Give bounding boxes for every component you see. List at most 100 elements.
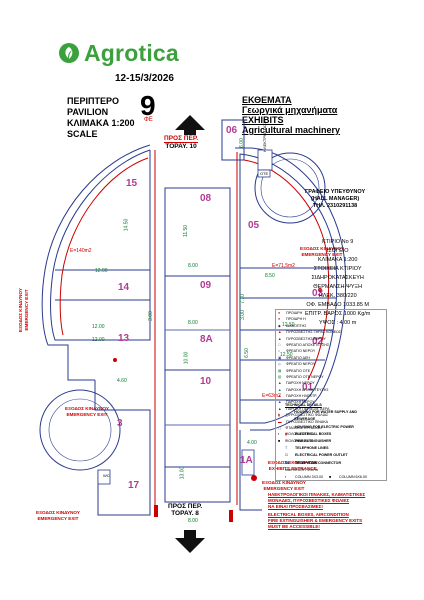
legend-label: ΦΡΕΑΤΙΟ ΟΤΕ — [286, 368, 311, 373]
dim-12-00-c: 12.00 — [92, 337, 105, 343]
fe-label: ΦΕ — [144, 117, 153, 123]
legend-label: ΠΑΡΟΧΗ ΑΠΟΧΕΤΕΥΣΗΣ — [286, 387, 329, 392]
technical-symbol-icon: ▮ — [285, 431, 287, 436]
legend-item: ▢ΣΤΑΘΜΟΣ ΕΡΓΑΣΙΩΝ — [276, 425, 386, 431]
exit-exhibits-en: EXHIBITS ENTRANCE — [268, 465, 317, 471]
accessibility-warning: ΗΛΕΚΤΡΟΛΟΓΙΚΟΙ ΠΙΝΑΚΕΣ, ΚΛΙΜΑΤΙΣΤΙΚΕΣ ΜΟ… — [268, 492, 388, 530]
legend-item: ▥ΦΡΕΑΤΙΟ ΟΤΕ ΝΕΡΟΥ — [276, 374, 386, 380]
exhibits-title-gr: ΕΚΘΕΜΑΤΑ — [242, 95, 292, 105]
down-arrow-icon — [175, 530, 205, 553]
column-large-icon: ■ — [328, 475, 332, 480]
column-b-icon: ■ — [278, 438, 281, 443]
hm-block — [257, 149, 273, 171]
exit-right-upper: ΕΞΟΔΟΣ ΚΙΝΔΥΝΟΥ EMERGENCY EXIT — [300, 246, 344, 257]
spec-line: ΚΤΙΡΙΟ Νο 9 — [322, 239, 354, 245]
nav-bottom[interactable]: ΠΡΟΣ ΠΕΡ. ΤΟΡΑΥ. 8 — [168, 503, 202, 517]
zone-05: 05 — [248, 220, 260, 231]
dim-12-00-a: 12.00 — [95, 268, 108, 274]
wc-block — [97, 469, 111, 485]
legend-item: ▬ΠΥΡΟΣΒΕΣΤΙΚΟ ΠΙΝΑΚΑ — [276, 419, 386, 425]
legend-label: ΔΙΑΚΟΠΤΗΣ — [286, 323, 307, 328]
technical-label: ELECTRICAL BOXES — [295, 431, 332, 436]
manager-title: ΓΡΑΦΕΙΟ ΥΠΕΥΘΥΝΟΥ — [305, 189, 366, 195]
technical-symbol-icon: F — [285, 439, 288, 444]
technical-item: ▭HOUSING FOR ELECTRIC POWER — [285, 424, 373, 431]
legend-symbol-icon: ▮ — [278, 413, 280, 418]
area-71-5: Ε=71,5m2 — [272, 263, 295, 269]
dim-14-50: 14.50 — [123, 218, 130, 232]
legend-label: ΠΡΟΙΔΡΗ Η — [286, 317, 306, 322]
hall-manager: ΓΡΑΦΕΙΟ ΥΠΕΥΘΥΝΟΥ (HALL MANAGER) ΤΗΛ. 23… — [305, 189, 365, 210]
legend-label: ΠΑΡΟΧΗ ΠΕΠΙΕΣΜ. ΑΕΡΑ — [286, 406, 330, 411]
legend-symbol-icon: ▲ — [278, 336, 282, 341]
nav-top-line1: ΠΡΟΣ ΠΕΡ. — [164, 135, 199, 143]
legend-rows: ●ΠΡΟΙΔΡΗ●ΠΡΟΙΔΡΗ Η◆ΔΙΑΚΟΠΤΗΣ▲ΠΥΡΟΣΒΕΣΤΗΣ… — [276, 310, 386, 431]
technical-item: ▭HOUSING FOR WATER SUPPLY AND SEWERAGE — [285, 409, 373, 423]
legend-symbol-icon: ▲ — [278, 406, 282, 411]
legend-column-b-label: ΚΟΛΩΝΑ 6Χ6.00 — [286, 438, 314, 443]
legend-label: ΦΡΕΑΤΙΟ ΔΕΗ — [286, 355, 310, 360]
legend-item: ▲ ΠΑΡΟΧΗ ΠΕΠΙΕΣΜ. ΑΕΡΑ — [276, 406, 386, 412]
dim-12-50-a: 12.50 — [282, 322, 295, 328]
spec-line: ΟΦ. ΕΜΒΑΔΟ 1033.85 Μ — [306, 302, 370, 308]
up-arrow-icon — [175, 115, 205, 140]
red-partitions — [59, 150, 330, 510]
legend-column-b: ■ ΚΟΛΩΝΑ 6Χ6.00 — [276, 438, 386, 444]
leaf-logo-icon — [59, 43, 79, 63]
left-curve-wall — [41, 144, 151, 381]
dim-12-50-b: 12.50 — [280, 352, 293, 358]
column-a-icon: ▪ — [278, 432, 280, 437]
zone-03: 03 — [312, 288, 324, 299]
zone-8a: 8A — [200, 334, 213, 345]
zone-1a: 1A — [240, 455, 253, 466]
legend-label: ΠΥΡΟΣΒΕΣΤΗΣ ΞΗΡΑΣ ΚΟΝΕΩΣ — [286, 330, 342, 335]
legend-label: ΠΑΡΟΧΗ ΝΕΡΟΥ — [286, 381, 315, 386]
legend-symbol-icon: ▥ — [278, 374, 282, 379]
technical-details: TECHNICAL DETAILS ▭HOUSING FOR WATER SUP… — [285, 402, 373, 481]
zone-10: 10 — [200, 376, 212, 387]
legend-symbol-icon: □ — [278, 342, 281, 347]
technical-title: TECHNICAL DETAILS — [285, 403, 322, 407]
legend-symbol-icon: ○ — [278, 349, 281, 354]
building-outline — [41, 144, 347, 516]
dim-7-70: 7.70 — [239, 294, 246, 304]
exit-exhibits-entrance: ΕΞΟΔΟΣ ΕΚΘΕΜΑΤΩΝ EXHIBITS ENTRANCE — [268, 460, 318, 471]
exhibits-sub-en: Agricultural machinery — [242, 125, 341, 135]
technical-symbol-icon: ☎ — [285, 460, 290, 465]
legend-label: ΦΡΕΑΤΙΟ ΝΕΡΟΥ — [286, 362, 316, 367]
zone-3: 3 — [117, 418, 123, 429]
exit-left-mid-gr: ΕΞΟΔΟΣ ΚΙΝΔΥΝΟΥ — [65, 406, 109, 411]
hm-label: ΗΛΕΚΤΡΟΣΤΑΣΙΟ — [262, 118, 267, 152]
spec-line: ΙΣΟΓΕΙΟ — [326, 248, 349, 254]
legend-item: ▲ΠΑΡΟΧΗ ΝΕΡΟΥ — [276, 380, 386, 386]
exit-left-lower: ΕΞΟΔΟΣ ΚΙΝΔΥΝΟΥ EMERGENCY EXIT — [36, 510, 80, 521]
dim-4-00: 4.00 — [247, 440, 257, 446]
right-rotunda — [254, 152, 326, 224]
pavilion-label-en: PAVILION — [67, 107, 109, 117]
legend-symbol-icon: ▲ — [278, 400, 282, 405]
wc-label: WC — [103, 473, 110, 478]
zone-02: 02 — [312, 336, 324, 347]
exit-right-upper-en: EMERGENCY EXIT — [301, 251, 343, 257]
dim-8-00-c: 8.00 — [188, 518, 198, 524]
legend-label: ΠΥΡΟΣΒΕΣΤΙΚΟ ΦΩΛΙΑΣ — [286, 413, 329, 418]
exit-right-lower-gr: ΕΞΟΔΟΣ ΚΙΝΔΥΝΟΥ — [262, 480, 306, 485]
stand-06-box — [221, 119, 245, 161]
warning-line: FIRE EXTINGUISHER & EMERGENCY EXITS — [268, 518, 363, 524]
nav-top[interactable]: ΠΡΟΣ ΠΕΡ. ΤΟΡΑΥ. 10 — [164, 135, 199, 150]
pavilion-number: 9 — [140, 90, 156, 121]
right-curve-wall — [235, 147, 347, 431]
legend-label: ΣΤΑΘΜΟΣ ΕΡΓΑΣΙΩΝ — [286, 426, 322, 431]
legend-label: ΠΑΡΟΧΗ ΝΕΡΟΥ — [286, 400, 315, 405]
left-lower-wall — [94, 380, 151, 516]
zone-15: 15 — [126, 178, 138, 189]
nav-bottom-line2: ΤΟΡΑΥ. 8 — [171, 510, 199, 517]
spec-line: ΕΠΙΤΡ. ΒΑΡΟΣ 1000 Kg/m — [305, 311, 371, 317]
warning-line: ELECTRICAL BOXES, AIRCONDITION — [268, 512, 349, 518]
warning-line: ΝΑ ΕΙΝΑΙ ΠΡΟΣΒΑΣΙΜΕΣ! — [268, 503, 323, 509]
manager-phone: ΤΗΛ. 2310291138 — [312, 203, 358, 209]
exhibits-sub-gr: Γεωργικά μηχανήματα — [242, 105, 338, 115]
pavilion-label-gr: ΠΕΡΙΠΤΕΡΟ — [67, 96, 120, 106]
legend-item: ▲ΠΑΡΟΧΗ ΑΠΟΧΕΤΕΥΣΗΣ — [276, 387, 386, 393]
technical-columns: ▪ COLUMN 3X3.00 ■ COLUMN 6X6.00 — [285, 474, 373, 481]
